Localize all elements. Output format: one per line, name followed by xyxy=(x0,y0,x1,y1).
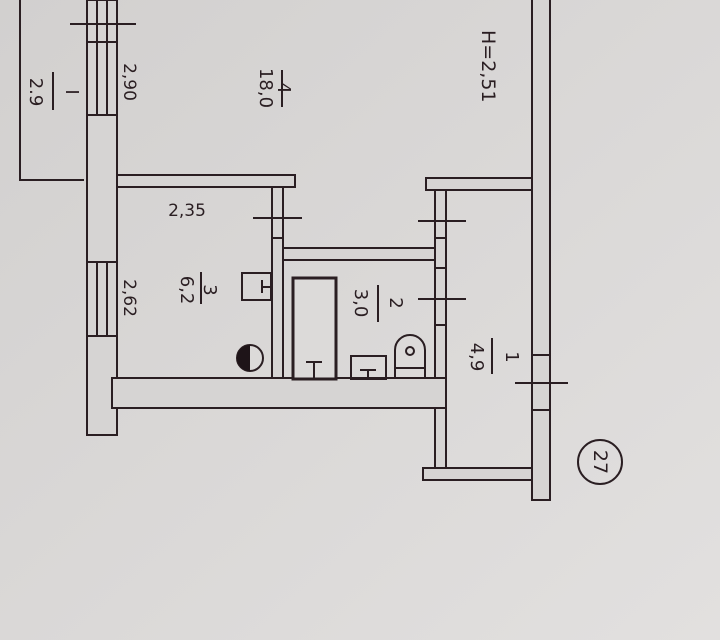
bathtub-icon xyxy=(291,276,338,381)
svg-text:3,0: 3,0 xyxy=(350,289,371,318)
corridor-bottom-wall xyxy=(422,467,533,481)
room-1-label: 1 4,9 xyxy=(466,338,522,374)
apartment-number-badge: 27 xyxy=(577,439,623,485)
svg-text:6,2: 6,2 xyxy=(176,276,197,305)
svg-text:27: 27 xyxy=(589,450,611,474)
corridor-top-wall xyxy=(425,177,533,191)
dimension-label: 2,90 xyxy=(119,63,139,101)
window xyxy=(86,0,118,116)
bath-sink-icon xyxy=(350,355,387,380)
bath-corridor-wall xyxy=(434,186,447,380)
dimension-label: 2,35 xyxy=(168,201,206,221)
ceiling-height-label: H=2,51 xyxy=(477,30,499,103)
bottom-interior-wall xyxy=(111,377,447,409)
kitchen-bath-wall xyxy=(271,186,284,380)
annex-outline xyxy=(19,0,84,181)
svg-text:18,0: 18,0 xyxy=(255,68,276,108)
corridor-lower-wall xyxy=(434,407,447,469)
svg-text:2: 2 xyxy=(385,297,406,308)
stove-icon xyxy=(236,344,264,372)
svg-text:2.9: 2.9 xyxy=(25,78,46,107)
window xyxy=(86,261,118,337)
dimension-ticks xyxy=(253,217,568,384)
left-outer-wall xyxy=(86,0,118,436)
svg-text:I: I xyxy=(61,89,82,94)
bath-top-wall xyxy=(282,247,436,261)
kitchen-top-wall xyxy=(116,174,296,188)
dimension-label: 2,62 xyxy=(119,279,139,317)
annex-label: I 2.9 xyxy=(25,72,82,110)
svg-text:1: 1 xyxy=(501,351,522,362)
room-4-label: 4 18,0 xyxy=(255,68,294,108)
svg-text:4: 4 xyxy=(273,82,294,93)
kitchen-sink-icon xyxy=(241,272,272,301)
svg-text:3: 3 xyxy=(199,284,220,295)
toilet-icon xyxy=(394,334,426,379)
right-outer-wall xyxy=(531,0,551,501)
svg-text:4,9: 4,9 xyxy=(466,343,487,372)
room-2-label: 2 3,0 xyxy=(350,285,406,322)
room-3-label: 3 6,2 xyxy=(176,272,220,304)
